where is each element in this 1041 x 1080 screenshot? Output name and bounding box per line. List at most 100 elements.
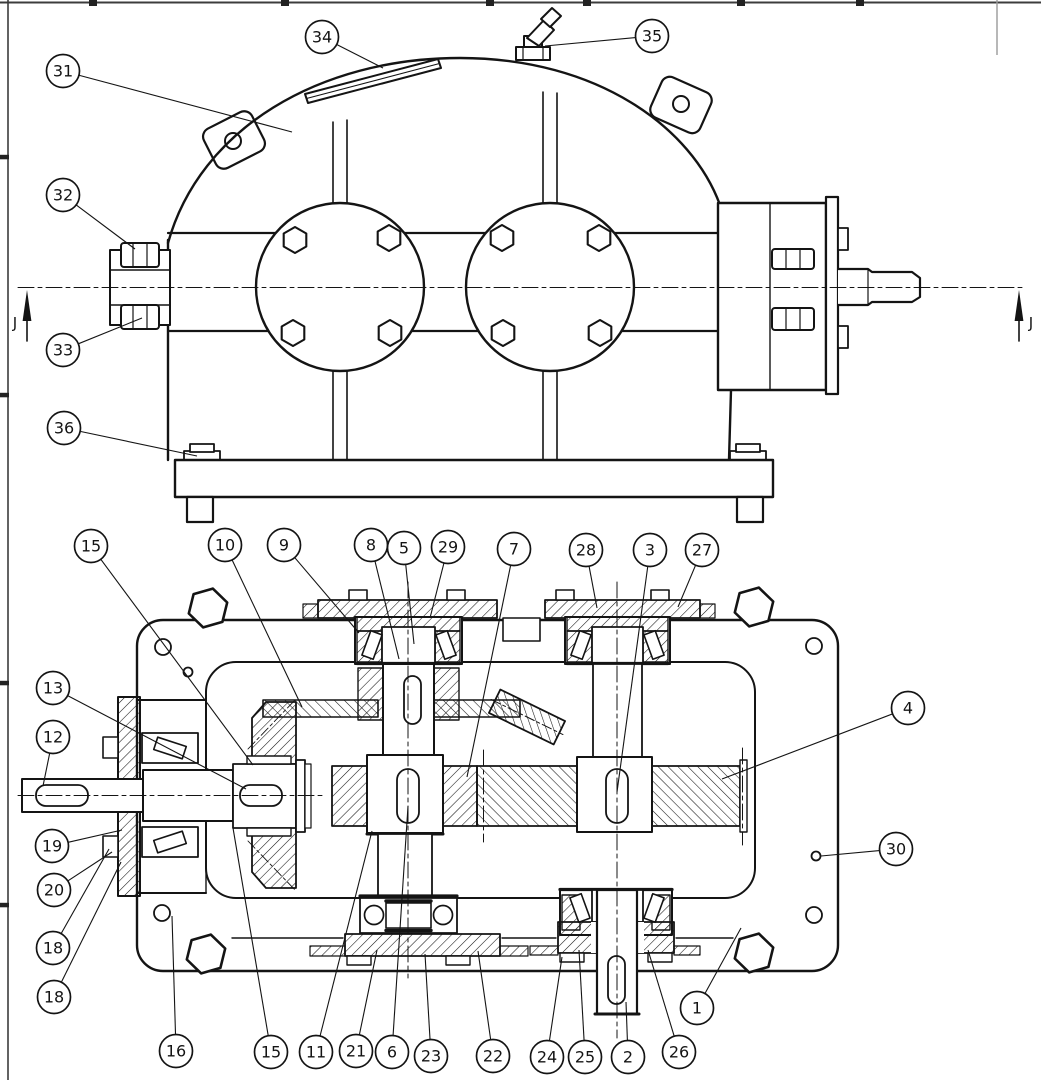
leader-5-10 <box>405 564 415 645</box>
leader-24-31 <box>548 956 563 1041</box>
leader-9-8 <box>294 557 360 634</box>
balloon-18-23 <box>36 979 72 1015</box>
balloon-16-24 <box>158 1033 194 1069</box>
leader-7-12 <box>466 565 512 778</box>
leader-21-27 <box>358 949 378 1035</box>
base-plate <box>173 443 775 524</box>
leader-34-3 <box>336 43 384 69</box>
leader-29-11 <box>429 562 445 619</box>
dome-tab-left <box>201 110 267 170</box>
balloon-label-28-13: 28 <box>576 541 596 560</box>
leader-3-14 <box>616 566 649 793</box>
leader-16-24 <box>171 915 177 1035</box>
output-key-slot <box>605 768 629 824</box>
housing-cover <box>166 56 733 462</box>
leader-18-22 <box>60 848 110 934</box>
balloon-label-26-34: 26 <box>669 1043 689 1062</box>
balloon-10-7 <box>207 527 243 563</box>
balloon-36-5 <box>46 410 82 446</box>
balloon-label-34-3: 34 <box>312 28 332 47</box>
balloon-label-29-11: 29 <box>438 538 458 557</box>
balloon-29-11 <box>430 529 466 565</box>
breather-vent <box>515 7 562 61</box>
balloon-label-5-10: 5 <box>399 539 409 558</box>
sheet-tick-left <box>0 680 9 686</box>
balloon-26-34 <box>661 1034 697 1070</box>
sheet-tick-top <box>856 0 864 6</box>
balloon-label-15-6: 15 <box>81 537 101 556</box>
balloon-31-0 <box>45 53 81 89</box>
sheet-tick-top <box>486 0 494 6</box>
balloon-4-18 <box>890 690 926 726</box>
balloon-35-4 <box>634 18 670 54</box>
balloon-label-11-26: 11 <box>306 1043 326 1062</box>
leader-4-18 <box>721 713 893 780</box>
balloon-25-32 <box>567 1039 603 1075</box>
flange-bolt-hex <box>587 318 613 348</box>
flange-bolt-hex <box>282 225 308 255</box>
leader-15-25 <box>232 827 269 1036</box>
leader-8-9 <box>374 560 400 660</box>
balloon-5-10 <box>386 530 422 566</box>
leader-28-13 <box>588 566 598 609</box>
top-bearing-covers <box>302 589 716 642</box>
leader-11-26 <box>319 830 373 1037</box>
sheet-tick-left <box>0 392 9 398</box>
balloon-label-12-17: 12 <box>43 728 63 747</box>
balloon-label-33-2: 33 <box>53 341 73 360</box>
balloon-21-27 <box>338 1033 374 1069</box>
section-arrow-left <box>22 290 32 321</box>
balloon-12-17 <box>35 719 71 755</box>
corner-bolt-hex <box>187 587 229 629</box>
corner-bolts <box>185 586 775 975</box>
flange-bolt-hex <box>377 318 403 348</box>
leader-26-34 <box>647 949 675 1037</box>
balloon-label-8-9: 8 <box>366 536 376 555</box>
balloon-label-7-12: 7 <box>509 540 519 559</box>
flange-bolt-hex <box>280 318 306 348</box>
leader-25-32 <box>578 949 585 1041</box>
leader-35-4 <box>544 36 636 47</box>
flange-bolt-hex <box>376 223 402 253</box>
balloon-label-16-24: 16 <box>166 1042 186 1061</box>
balloon-label-4-18: 4 <box>903 699 913 718</box>
balloon-label-6-28: 6 <box>387 1043 397 1062</box>
leader-22-30 <box>477 950 492 1040</box>
intermediate-key-slot <box>396 768 420 824</box>
balloon-19-19 <box>34 828 70 864</box>
leader-15-6 <box>100 558 254 766</box>
balloon-34-3 <box>304 19 340 55</box>
balloon-2-33 <box>610 1039 646 1075</box>
balloon-1-35 <box>679 990 715 1026</box>
top-view: J J <box>12 7 1033 524</box>
section-marker-right: J <box>1014 290 1033 342</box>
balloon-label-24-31: 24 <box>537 1048 557 1067</box>
corner-bolt-hex <box>733 932 775 974</box>
leader-12-17 <box>42 753 51 787</box>
balloon-label-20-20: 20 <box>44 881 64 900</box>
balloon-label-32-1: 32 <box>53 186 73 205</box>
balloon-label-21-27: 21 <box>346 1042 366 1061</box>
leader-10-7 <box>231 559 303 708</box>
balloon-33-2 <box>45 332 81 368</box>
sheet-tick-left <box>0 902 9 908</box>
balloon-11-26 <box>298 1034 334 1070</box>
corner-holes <box>153 637 823 924</box>
balloon-label-25-32: 25 <box>575 1048 595 1067</box>
balloon-label-36-5: 36 <box>54 419 74 438</box>
balloon-label-13-16: 13 <box>43 679 63 698</box>
balloon-22-30 <box>475 1038 511 1074</box>
flange-bolt-hex <box>490 318 516 348</box>
leader-19-19 <box>67 829 123 843</box>
balloon-label-15-25: 15 <box>261 1043 281 1062</box>
balloon-30-21 <box>878 831 914 867</box>
balloon-label-27-15: 27 <box>692 541 712 560</box>
balloon-label-18-22: 18 <box>43 939 63 958</box>
leader-23-29 <box>424 953 431 1040</box>
sheet-tick-top <box>737 0 745 6</box>
section-marker-left: J <box>12 290 32 342</box>
balloon-9-8 <box>266 527 302 563</box>
